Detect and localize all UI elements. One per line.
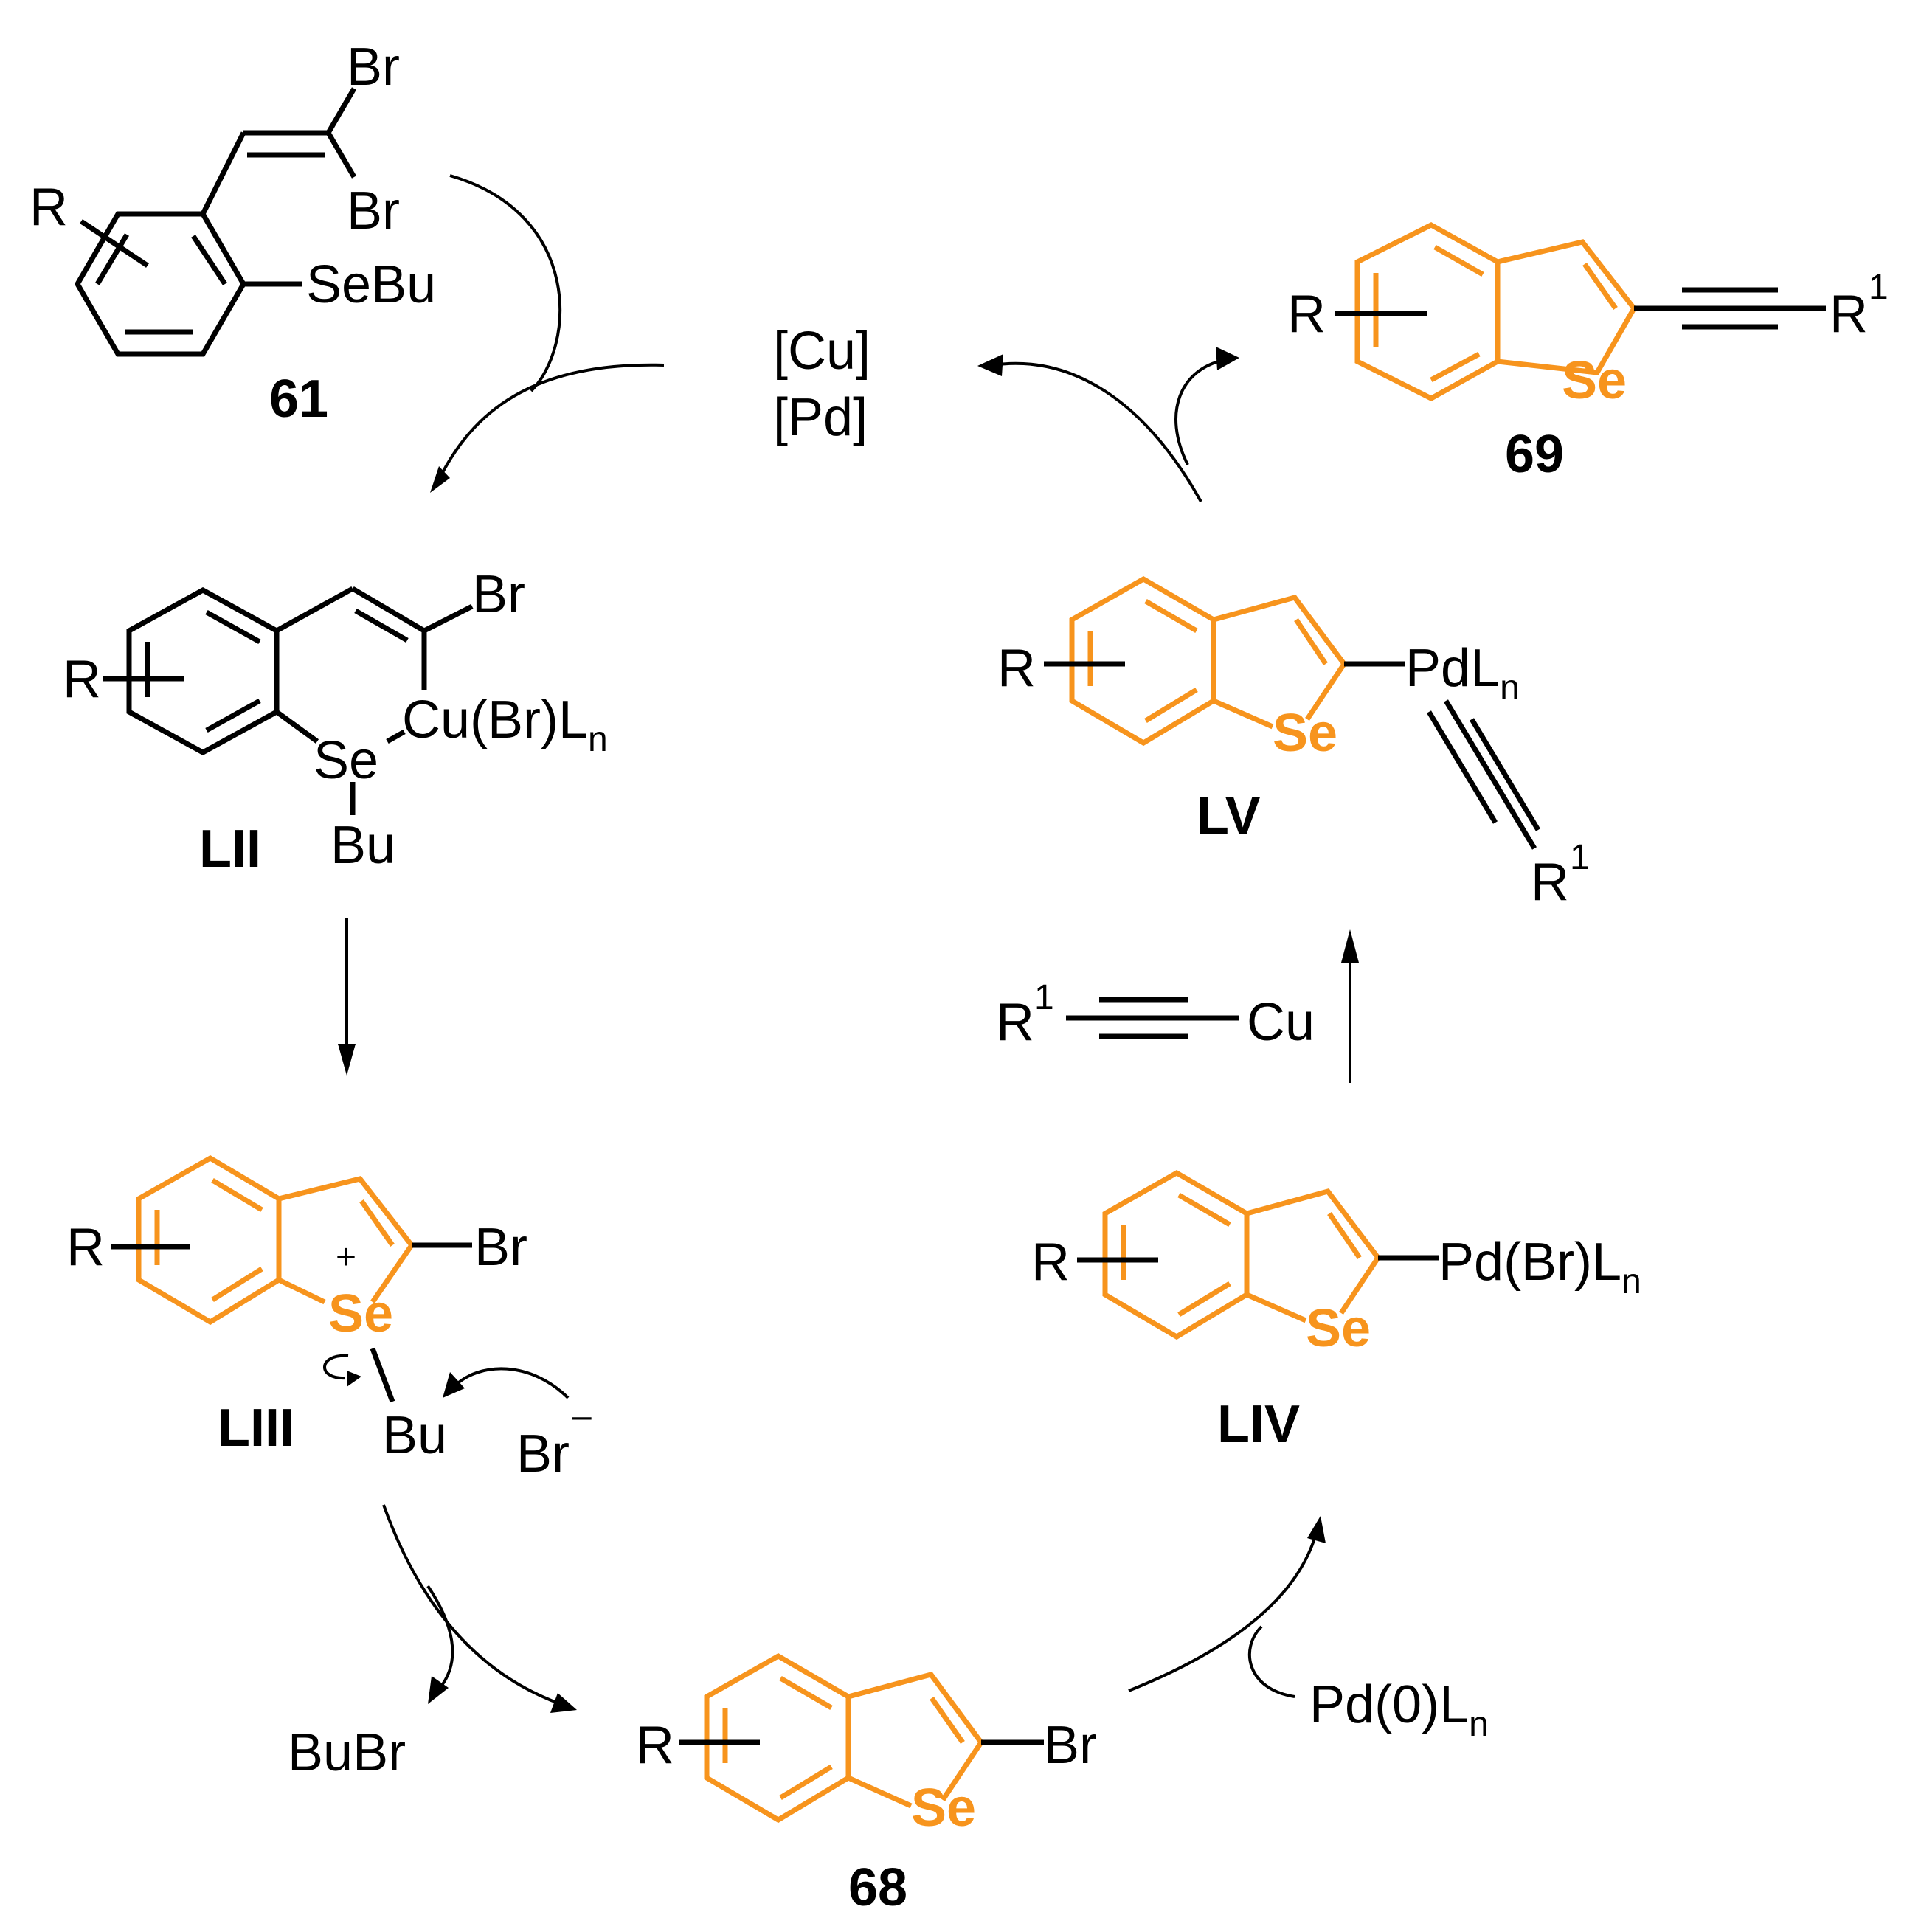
compound-LV-label: LV [1197,786,1261,845]
compound-68: R Br Se 68 [636,1652,1097,1917]
r1-superscript: 1 [1034,978,1054,1017]
selenium-label: Se [1562,351,1627,410]
r-substituent-label: R [636,1716,674,1775]
selenium-label: Se [911,1779,976,1838]
selenium-label: Se [314,731,378,790]
r-substituent-label: R [30,178,68,237]
compound-69: R Se R 1 69 [1287,222,1889,484]
selenium-label: Se [1306,1299,1371,1358]
selenium-label: Se [328,1284,393,1343]
compound-68-label: 68 [848,1858,907,1917]
compound-LV: R PdLn Se R 1 LV [997,575,1590,912]
compound-LII: R Br Cu(Br)Ln Se Bu LII [63,565,608,879]
compound-61-label: 61 [269,370,328,429]
copper-complex-label: Cu(Br)Ln [402,690,608,759]
bromide-label: Br [516,1424,570,1483]
r1-superscript: 1 [1570,838,1590,877]
palladium-catalyst-label: [Pd] [773,388,868,447]
copper-label: Cu [1247,993,1315,1052]
r-substituent-label: R [1031,1233,1070,1292]
arrow-LIV-to-LV [1341,929,1359,1083]
negative-charge-label: – [572,1396,592,1436]
arrow-LV-to-69 [977,347,1239,502]
butyl-bromide-label: BuBr [288,1723,406,1782]
arrow-68-to-LIV: Pd(0)Ln [1128,1516,1489,1744]
compound-LIV: R Pd(Br)Ln Se LIV [1031,1169,1641,1454]
r1-substituent-label: R [996,993,1034,1052]
catalysts: [Cu] [Pd] [773,322,870,447]
r-substituent-label: R [63,650,101,709]
palladium-complex-label: Pd(Br)Ln [1439,1233,1641,1301]
copper-catalyst-label: [Cu] [773,322,870,381]
bromine-label: Br [1044,1716,1097,1775]
sebu-label: SeBu [306,255,436,314]
compound-LII-label: LII [199,820,261,879]
compound-LIII: R Br + Se Bu LIII Br – [66,1154,592,1483]
arrow-LIII-to-68: BuBr [288,1504,577,1782]
butyl-label: Bu [330,816,395,875]
compound-LIV-label: LIV [1217,1395,1300,1454]
bromine-label: Br [474,1218,527,1277]
arrow-LII-to-LIII [338,918,356,1076]
compound-69-label: 69 [1505,425,1564,484]
copper-acetylide-reagent: R 1 Cu [996,978,1315,1052]
bromine-bottom-label: Br [347,181,400,240]
butyl-label: Bu [382,1406,447,1465]
compound-61: Br Br SeBu R 61 [30,38,436,429]
bromine-top-label: Br [347,38,400,97]
selenium-label: Se [1273,704,1337,763]
r-substituent-label: R [997,639,1036,698]
compound-LIII-label: LIII [218,1399,294,1458]
r1-substituent-label: R [1531,853,1569,912]
r-substituent-label: R [1287,285,1326,344]
r1-superscript: 1 [1869,268,1889,307]
r-substituent-label: R [66,1218,105,1277]
arrow-61-to-LII [430,174,665,493]
bromine-label: Br [472,565,525,624]
r1-substituent-label: R [1830,285,1868,344]
palladium-zero-label: Pd(0)Ln [1309,1675,1489,1744]
positive-charge-label: + [336,1238,356,1277]
palladium-complex-label: PdLn [1405,639,1520,707]
